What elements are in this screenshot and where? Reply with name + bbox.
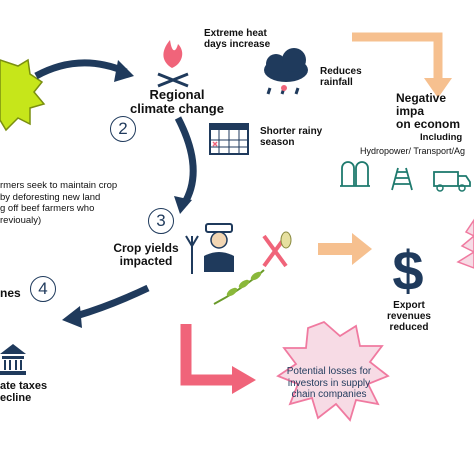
- reduces-rainfall-label: Reduces rainfall: [320, 66, 362, 88]
- extreme-heat-label: Extreme heat days increase: [204, 28, 271, 50]
- step-2-badge: 2: [110, 116, 136, 142]
- arrow-to-climate: [34, 59, 128, 80]
- dollar-icon: $: [392, 239, 423, 302]
- calendar-icon: [209, 123, 249, 155]
- crop-yields-label: Crop yields impacted: [113, 241, 179, 268]
- railway-icon: [391, 167, 413, 191]
- incomes-label: nes: [0, 286, 21, 300]
- peach-arrow-body: [318, 243, 354, 255]
- losses-starburst: [276, 320, 390, 422]
- fire-icon: [157, 40, 189, 88]
- regional-climate-label: Regional climate change: [130, 87, 224, 116]
- shorter-rainy-label: Shorter rainy season: [260, 126, 323, 148]
- arrow-head: [62, 306, 82, 328]
- no-crop-icon: [262, 231, 292, 268]
- potential-losses-label: Potential losses for investors in supply…: [286, 366, 372, 400]
- step-4-badge: 4: [30, 276, 56, 302]
- wheat-icon: [213, 269, 265, 305]
- peach-elbow-arrow: [352, 32, 443, 82]
- including-label: Including: [420, 132, 463, 143]
- step-3-badge: 3: [148, 208, 174, 234]
- right-burst: [456, 218, 474, 269]
- cloud-rain-icon: [264, 48, 308, 95]
- farmer-icon: [185, 223, 234, 274]
- arrow-head: [174, 196, 192, 214]
- arrow-to-crops: [174, 116, 197, 206]
- bank-icon: [0, 344, 26, 375]
- arrow-head: [232, 366, 256, 394]
- arrow-head: [114, 60, 134, 82]
- sectors-label: Hydropower/ Transport/Ag: [360, 146, 466, 156]
- arrow-head: [424, 78, 452, 98]
- negative-impacts-label: Negative impa on econom: [396, 92, 461, 131]
- starburst-icon: [0, 58, 46, 132]
- state-taxes-label: ate taxes ecline: [0, 380, 48, 404]
- pink-elbow-arrow: [180, 324, 238, 386]
- farmers-deforest-label: rmers seek to maintain crop by deforesti…: [0, 180, 118, 226]
- arrow-head: [352, 233, 372, 265]
- hydropower-icon: [340, 161, 370, 187]
- arrow-to-incomes: [75, 284, 150, 320]
- export-revenues-label: Export revenues reduced: [387, 300, 431, 333]
- truck-icon: [433, 171, 471, 192]
